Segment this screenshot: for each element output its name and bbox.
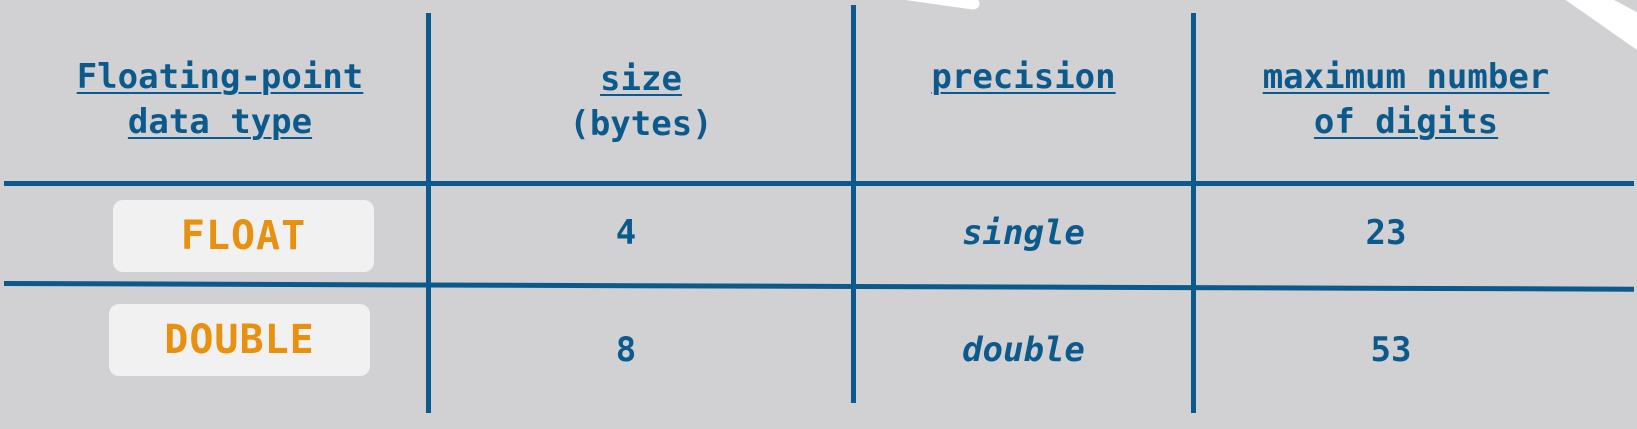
digits-value: 53: [1196, 310, 1586, 390]
precision-value-text: double: [962, 330, 1085, 370]
type-badge-double: DOUBLE: [109, 304, 370, 376]
header-precision: precision: [856, 55, 1191, 100]
header-type-line-1: Floating-point: [76, 57, 364, 97]
header-digits: maximum number of digits: [1196, 50, 1616, 150]
header-digits-line-2: of digits: [1313, 102, 1499, 142]
digits-value-text: 53: [1370, 330, 1412, 370]
row-divider: [4, 181, 1634, 186]
digits-value-text: 23: [1365, 213, 1407, 253]
type-badge-float: FLOAT: [113, 200, 374, 272]
header-type: Floating-point data type: [30, 50, 410, 150]
row-divider: [3, 281, 1634, 292]
decorative-streak: [859, 0, 981, 11]
type-label: DOUBLE: [164, 317, 315, 363]
precision-value: single: [856, 193, 1191, 273]
size-value: 4: [431, 193, 821, 273]
precision-value: double: [856, 310, 1191, 390]
header-size: size (bytes): [431, 52, 851, 152]
column-divider: [1191, 13, 1196, 413]
type-label: FLOAT: [180, 213, 307, 259]
column-divider: [851, 5, 856, 403]
header-size-line-2: (bytes): [569, 104, 713, 144]
size-value-text: 8: [615, 330, 637, 370]
header-type-line-2: data type: [127, 102, 313, 142]
header-precision-line-1: precision: [931, 57, 1116, 97]
digits-value: 23: [1196, 193, 1576, 273]
size-value-text: 4: [615, 213, 637, 253]
header-digits-line-1: maximum number: [1262, 57, 1550, 97]
size-value: 8: [431, 310, 821, 390]
column-divider: [426, 13, 431, 413]
precision-value-text: single: [962, 213, 1085, 253]
header-size-line-1: size: [600, 59, 682, 99]
